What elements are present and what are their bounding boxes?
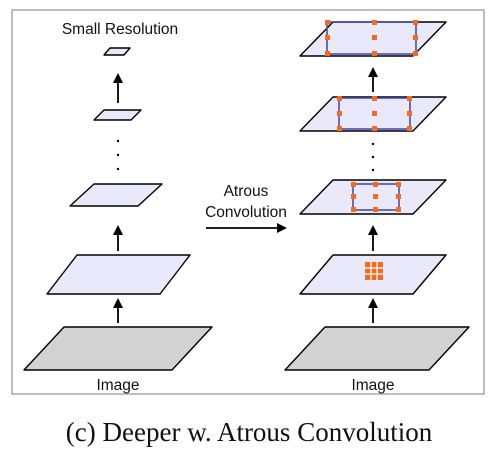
left-arrow-2 [113,225,123,251]
left-input-image-plane [23,326,213,371]
atrous-label-line2: Convolution [205,204,287,221]
atrous-kernel-rate-large [325,20,418,56]
atrous-label-line1: Atrous [224,183,269,200]
right-arrow-2 [368,225,378,251]
right-input-image-plane [284,326,470,371]
left-ellipsis-dots [116,139,120,171]
right-arrow-1 [368,298,378,323]
left-feature-plane-2 [69,183,163,207]
right-image-label: Image [351,377,394,394]
right-arrow-3 [368,67,378,92]
atrous-kernel-rate-medium [337,96,412,131]
left-feature-plane-3 [93,109,142,121]
left-arrow-3 [113,73,123,103]
left-arrow-1 [113,298,123,323]
left-feature-plane-1 [46,254,191,295]
middle-arrow [206,223,287,233]
left-feature-plane-4 [103,47,131,56]
diagram-frame [11,9,485,395]
left-image-label: Image [96,377,139,394]
small-resolution-label: Small Resolution [62,21,178,38]
atrous-kernel-rate-small [351,182,401,212]
figure-caption: (c) Deeper w. Atrous Convolution [66,417,433,447]
dense-kernel-icon [365,262,383,280]
right-ellipsis-dots [371,142,375,172]
